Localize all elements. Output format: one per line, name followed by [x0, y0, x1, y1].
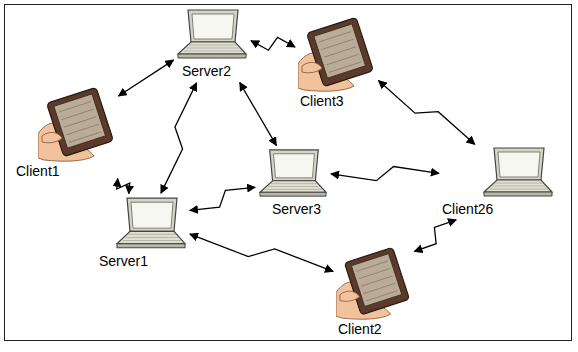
pda-screen [314, 24, 366, 78]
wireless-link [379, 81, 475, 145]
node-label: Client3 [300, 93, 344, 109]
screen-texture [361, 276, 393, 286]
laptop-base [178, 42, 246, 54]
screen-texture [364, 283, 396, 293]
node-label: Server3 [272, 201, 321, 217]
laptop-node: Server2 [176, 8, 248, 80]
wireless-link [331, 167, 439, 181]
laptop-base [117, 231, 185, 243]
screen-texture [359, 268, 391, 278]
screen-texture [66, 124, 98, 135]
keyboard-row [495, 183, 543, 184]
handheld-icon [336, 244, 412, 320]
handheld-icon [298, 14, 376, 92]
keyboard-row [189, 45, 237, 46]
handheld-icon [38, 84, 116, 162]
screen-texture [326, 54, 358, 65]
laptop-front [117, 244, 185, 248]
laptop-icon [258, 148, 328, 200]
keyboard-row [128, 234, 176, 235]
laptop-screen [498, 152, 540, 177]
thumb [42, 132, 62, 142]
wireless-link [117, 179, 130, 194]
keyboard-row [490, 189, 548, 190]
screen-texture [356, 261, 388, 271]
laptop-screen [131, 202, 173, 228]
laptop-base [484, 180, 552, 192]
laptop-base [260, 181, 326, 193]
pda-screen [54, 94, 106, 148]
laptop-node: Server1 [115, 196, 187, 270]
screen-texture [61, 109, 93, 120]
keyboard-row [123, 240, 181, 241]
laptop-icon [176, 8, 248, 62]
thumb [340, 291, 359, 301]
wired-link [240, 83, 277, 146]
pda-screen [351, 254, 401, 307]
wired-link [119, 60, 174, 96]
wireless-link [414, 220, 456, 252]
laptop-lid [188, 10, 238, 42]
pda-body [47, 87, 114, 156]
screen-texture [321, 39, 353, 50]
keyboard-row [126, 237, 179, 238]
keyboard-row [187, 48, 240, 49]
screen-texture [64, 117, 96, 128]
handheld-node: Client3 [298, 14, 376, 110]
pda-body [344, 247, 409, 315]
laptop-front [260, 192, 326, 196]
node-label: Client1 [16, 163, 60, 179]
node-label: Server2 [182, 63, 231, 79]
screen-texture [69, 132, 101, 143]
node-label: Server1 [99, 253, 148, 269]
screen-texture [324, 47, 356, 58]
wireless-link [161, 83, 197, 193]
laptop-lid [494, 148, 544, 180]
laptop-lid [127, 198, 177, 231]
keyboard-row [184, 51, 242, 52]
screen-texture [366, 291, 398, 301]
laptop-lid [270, 150, 319, 181]
screen-texture [329, 62, 361, 73]
handheld-node: Client1 [38, 84, 116, 180]
laptop-screen [192, 14, 234, 39]
thumb [302, 62, 322, 72]
laptop-node: Server3 [258, 148, 328, 218]
wireless-link [190, 187, 255, 210]
screen-texture [319, 32, 351, 43]
node-label: Client2 [338, 321, 382, 337]
laptop-front [178, 54, 246, 58]
laptop-icon [115, 196, 187, 252]
keyboard-row [271, 183, 318, 184]
laptop-front [484, 192, 552, 196]
wireless-link [251, 37, 295, 50]
keyboard-row [266, 189, 322, 190]
screen-texture [59, 102, 91, 113]
laptop-node: Client26 [482, 146, 554, 218]
pda-body [307, 17, 374, 86]
laptop-screen [274, 154, 315, 178]
laptop-icon [482, 146, 554, 200]
node-label: Client26 [442, 201, 493, 217]
keyboard-row [268, 186, 320, 187]
keyboard-row [493, 186, 546, 187]
wireless-link [190, 234, 333, 271]
handheld-node: Client2 [336, 244, 412, 338]
